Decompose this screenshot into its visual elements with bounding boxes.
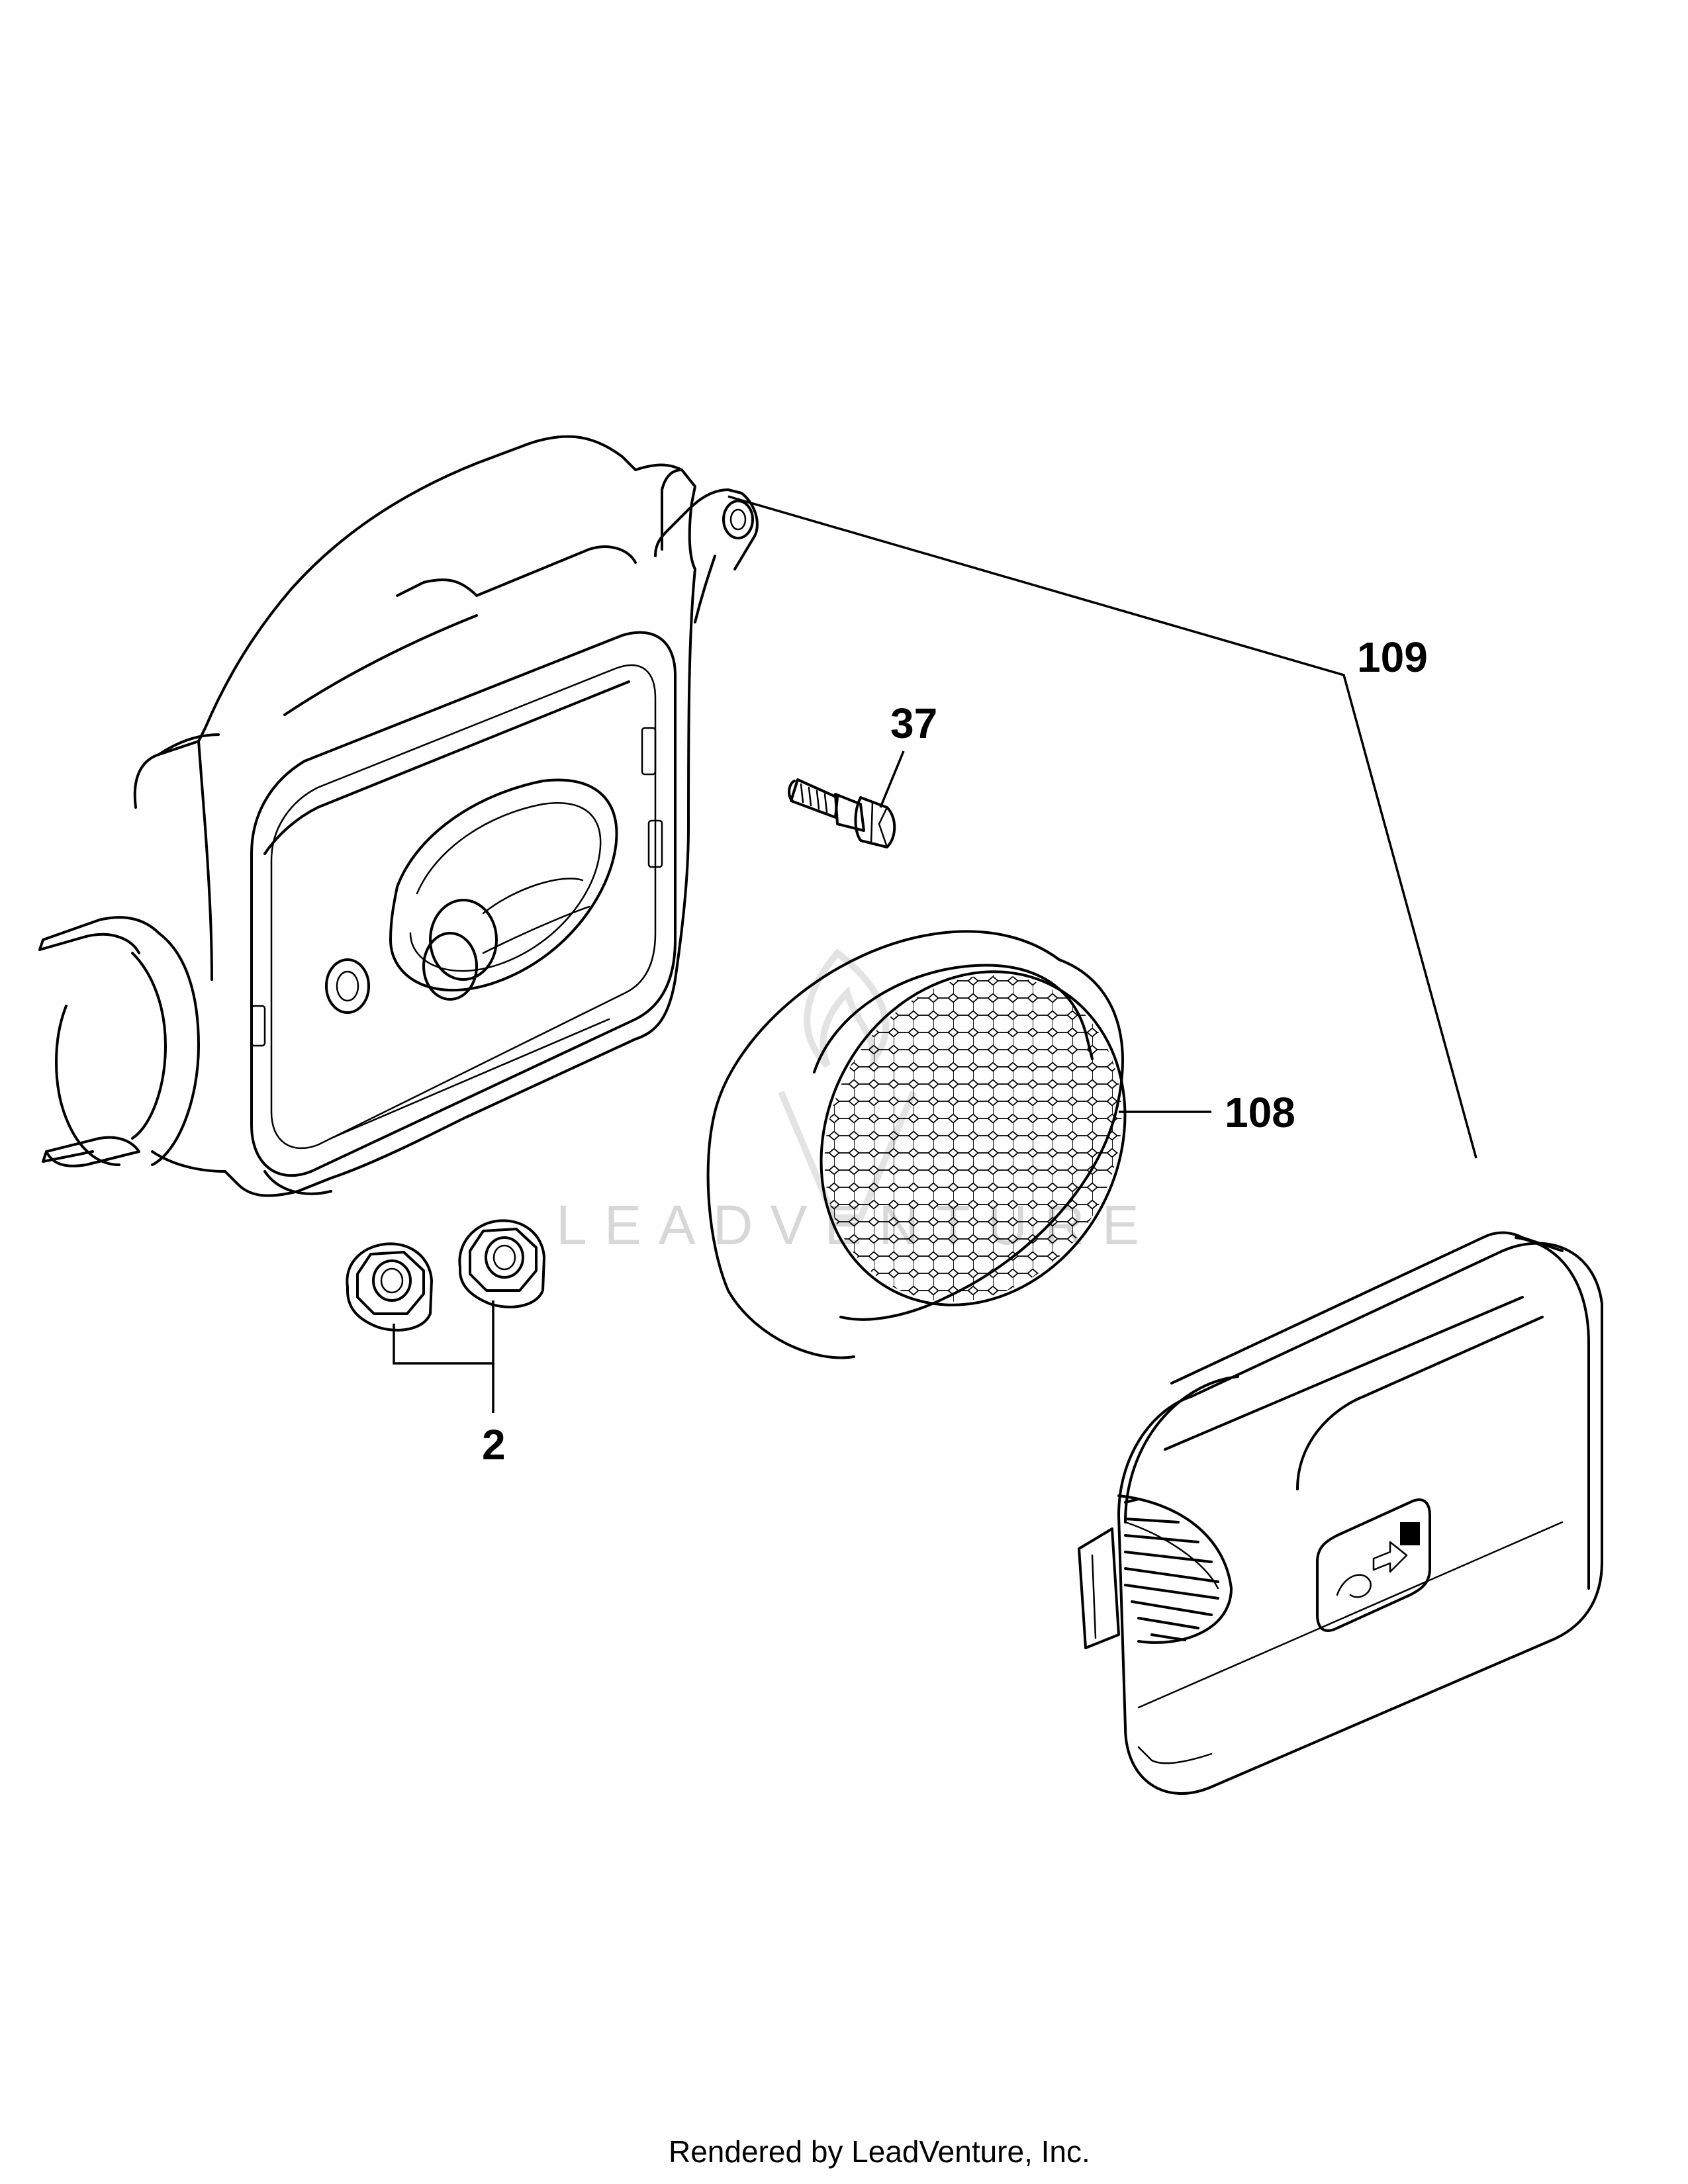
screw <box>788 778 896 848</box>
callout-37: 37 <box>890 700 937 747</box>
footer-credit: Rendered by LeadVenture, Inc. <box>669 2134 1090 2169</box>
air-filter-base <box>38 435 759 1197</box>
air-filter-cover <box>1078 1231 1603 1795</box>
leader-lines <box>393 495 1477 1413</box>
callout-2: 2 <box>482 1421 506 1469</box>
filter-element <box>706 930 1165 1359</box>
callout-108: 108 <box>1225 1089 1295 1136</box>
nut-right <box>458 1219 545 1308</box>
nut-left <box>346 1242 433 1332</box>
callout-109: 109 <box>1357 633 1428 681</box>
